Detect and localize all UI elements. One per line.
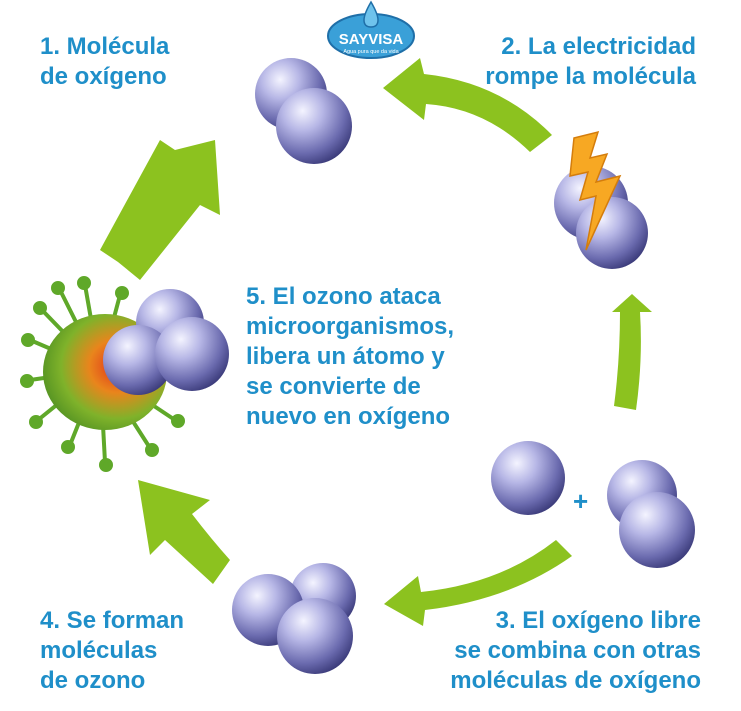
step-4-line-1: 4. Se forman bbox=[40, 607, 185, 634]
step-5-line-1: 5. El ozono ataca bbox=[246, 283, 441, 310]
plus-sign: + bbox=[573, 486, 589, 516]
step-1-line-1: 1. Molécula bbox=[40, 33, 170, 60]
ozone-molecule-icon bbox=[103, 289, 229, 395]
cycle-arrow-icon bbox=[138, 480, 230, 584]
step-4-line-2: moléculas bbox=[40, 637, 158, 664]
step-2-line-1: 2. La electricidad bbox=[501, 33, 696, 60]
step-5-line-2: microorganismos, bbox=[246, 313, 455, 340]
step-1-label: 1. Molécula de oxígeno bbox=[40, 32, 169, 92]
cycle-arrow-icon bbox=[100, 140, 220, 280]
step-3-line-2: se combina con otras bbox=[454, 637, 701, 664]
step-5-line-5: nuevo en oxígeno bbox=[246, 403, 451, 430]
logo-name: SAYVISA bbox=[339, 31, 404, 48]
cycle-arrow-icon bbox=[384, 540, 572, 626]
step-2-label: 2. La electricidad rompe la molécula bbox=[485, 32, 696, 92]
cycle-arrow-icon bbox=[612, 294, 652, 410]
step-5-line-4: se convierte de bbox=[246, 373, 421, 400]
ozone-molecule-icon bbox=[232, 563, 356, 674]
step-2-line-2: rompe la molécula bbox=[485, 63, 696, 90]
step-3-label: 3. El oxígeno libre se combina con otras… bbox=[450, 606, 701, 696]
step-4-label: 4. Se forman moléculas de ozono bbox=[40, 606, 184, 696]
step-1-line-2: de oxígeno bbox=[40, 63, 167, 90]
step-3-line-3: moléculas de oxígeno bbox=[450, 667, 701, 694]
logo-tagline: Agua pura que da vida bbox=[343, 49, 399, 55]
oxygen-molecule-icon bbox=[255, 58, 352, 164]
oxygen-atom-icon bbox=[491, 441, 565, 515]
sayvisa-logo: SAYVISA Agua pura que da vida bbox=[327, 0, 415, 59]
step-3-line-1: 3. El oxígeno libre bbox=[495, 607, 701, 634]
cycle-arrows bbox=[100, 58, 652, 626]
step-5-line-3: libera un átomo y bbox=[246, 343, 445, 370]
step-5-label: 5. El ozono ataca microorganismos, liber… bbox=[246, 282, 454, 432]
oxygen-molecule-icon bbox=[607, 460, 695, 568]
cycle-arrow-icon bbox=[383, 58, 552, 152]
lightning-icon bbox=[569, 130, 622, 251]
step-4-line-3: de ozono bbox=[40, 667, 146, 694]
